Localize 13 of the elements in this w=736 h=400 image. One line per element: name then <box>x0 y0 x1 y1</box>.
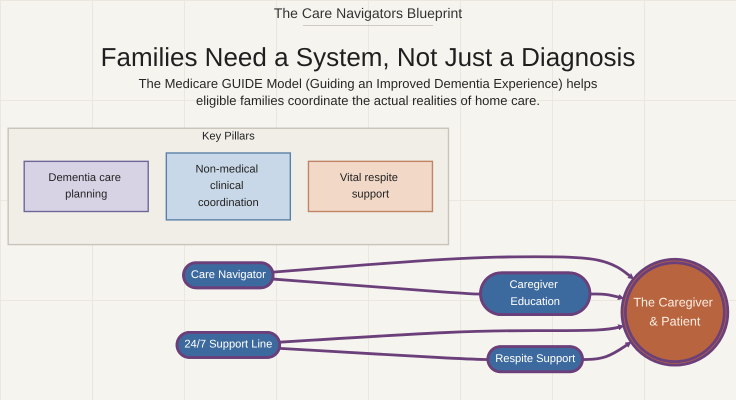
connector <box>280 346 488 361</box>
arrow <box>280 324 624 344</box>
node-circle: The Caregiver & Patient <box>620 258 730 367</box>
node-box: Dementia care planning <box>24 160 149 212</box>
kicker-heading: The Care Navigators Blueprint <box>274 4 462 22</box>
arrow <box>582 342 632 361</box>
arrow <box>590 292 624 300</box>
node-box: Vital respite support <box>308 160 434 212</box>
description-text: The Medicare GUIDE Model (Guiding an Improved Dementia Experience) helps eligible families coordinate the actual realities of home care. <box>138 75 598 109</box>
diagram-title: Families Need a System, Not Just a Diagnosis <box>100 41 636 73</box>
arrow <box>272 255 634 280</box>
connector <box>272 278 481 296</box>
node-box: Non-medical clinical coordination <box>166 152 292 221</box>
